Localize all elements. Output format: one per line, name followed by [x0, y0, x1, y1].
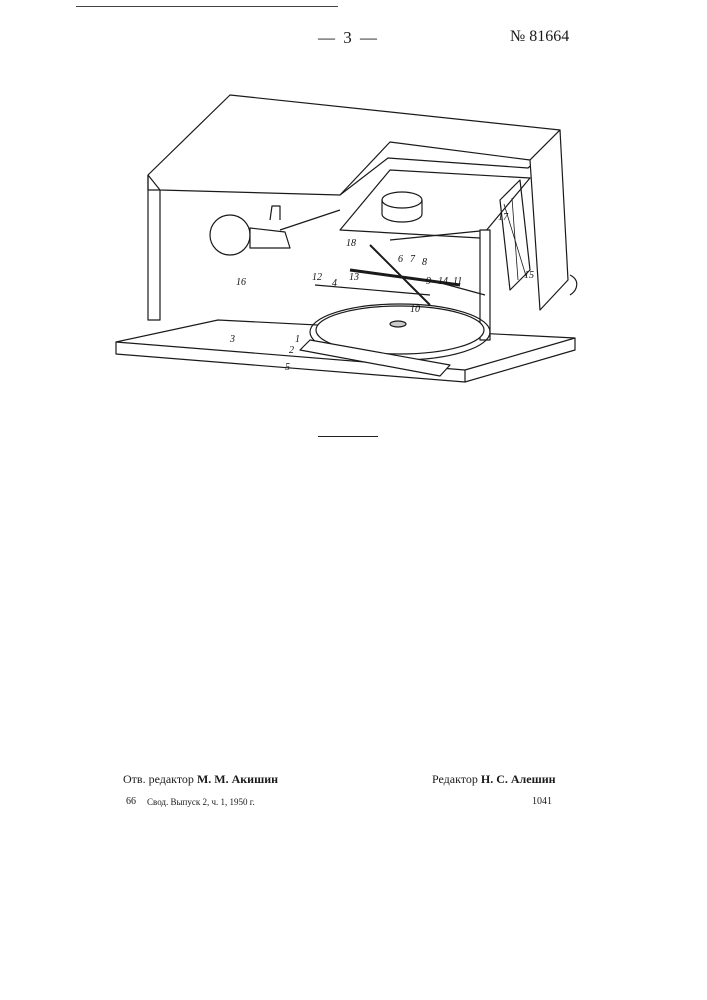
print-code: 1041	[532, 796, 552, 807]
label-4: 4	[332, 278, 337, 289]
label-15: 15	[524, 270, 534, 281]
label-6: 6	[398, 254, 403, 265]
order-number: 66	[126, 796, 136, 807]
right-role: Редактор	[432, 772, 478, 786]
apparatus-figure: 1 2 3 4 5 6 7 8 9 10 11 12 13 14 15 16 1…	[100, 80, 580, 400]
page-number: — 3 —	[318, 28, 379, 48]
right-name: Н. С. Алешин	[481, 772, 556, 786]
label-14: 14	[438, 276, 448, 287]
label-13: 13	[349, 272, 359, 283]
label-11: 11	[453, 276, 462, 287]
right-housing	[530, 130, 568, 310]
separator-rule	[318, 436, 378, 437]
label-10: 10	[410, 304, 420, 315]
label-16: 16	[236, 277, 246, 288]
document-number: № 81664	[510, 28, 569, 46]
label-2: 2	[289, 345, 294, 356]
top-rule	[76, 6, 338, 7]
label-7: 7	[410, 254, 416, 265]
left-role: Отв. редактор	[123, 772, 194, 786]
lamp	[210, 215, 250, 255]
footer-editor-left: Отв. редактор М. М. Акишин	[123, 772, 278, 787]
label-5: 5	[285, 362, 290, 373]
footer-editor-right: Редактор Н. С. Алешин	[432, 772, 556, 787]
label-1: 1	[295, 334, 300, 345]
label-9: 9	[426, 276, 431, 287]
imprint: Свод. Выпуск 2, ч. 1, 1950 г.	[147, 797, 255, 807]
label-12: 12	[312, 272, 322, 283]
label-8: 8	[422, 257, 427, 268]
top-lid	[148, 95, 560, 195]
back-panel	[340, 170, 530, 238]
left-name: М. М. Акишин	[197, 772, 278, 786]
left-post	[148, 175, 160, 320]
label-17: 17	[498, 212, 509, 223]
label-3: 3	[229, 334, 235, 345]
label-18: 18	[346, 238, 356, 249]
